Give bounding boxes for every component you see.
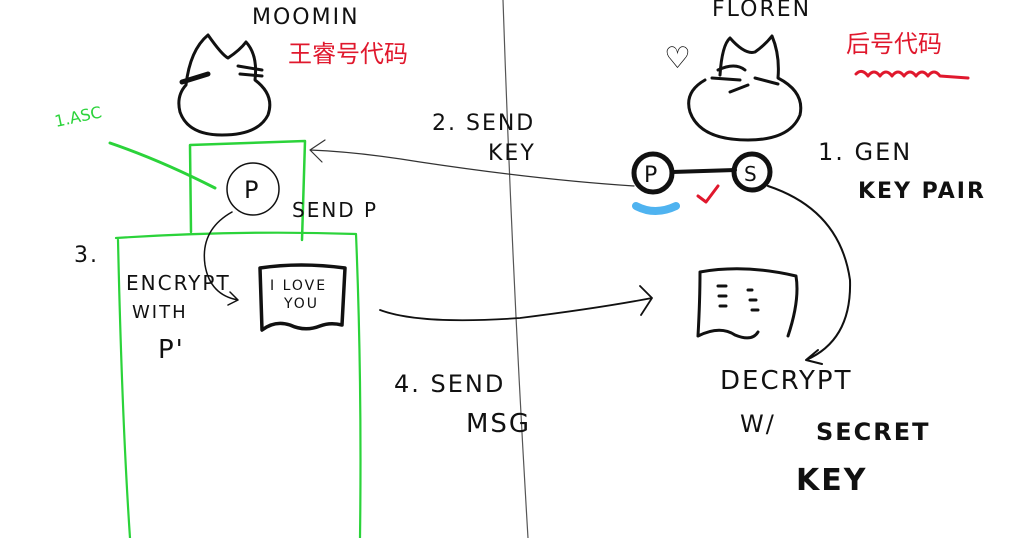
encrypted-message-note [696, 267, 799, 340]
green-upper-box [188, 139, 307, 242]
decrypt-line2: W/ [740, 410, 776, 438]
send-key-arrow [309, 139, 635, 187]
floren-chinese-note: 后号代码 [846, 30, 942, 58]
step1-line1: 1. GEN [818, 138, 912, 166]
moomin-cat-icon [177, 33, 272, 137]
red-squiggle [854, 69, 970, 80]
green-pointer-line [108, 141, 217, 190]
decrypt-line1: DECRYPT [720, 366, 852, 396]
blue-underline [632, 202, 680, 215]
svg-text:P: P [244, 176, 260, 204]
green-lower-box [114, 231, 362, 538]
decrypt-line4: KEY [796, 463, 867, 498]
moomin-chinese-note: 王睿号代码 [288, 40, 408, 68]
green-asc-note: 1.ASC [53, 102, 103, 130]
svg-text:YOU: YOU [283, 296, 319, 312]
step2-line2: KEY [488, 141, 536, 166]
encrypt-arrow [203, 211, 239, 306]
send-p-label: SEND P [292, 198, 378, 222]
send-msg-arrow [379, 285, 653, 322]
moomin-name: MOOMIN [252, 5, 360, 30]
decrypt-line3: SECRET [816, 418, 931, 446]
left-public-key-circle: P [226, 162, 280, 216]
step2-line1: 2. SEND [432, 111, 535, 136]
svg-text:S: S [744, 162, 759, 186]
step3-line2: WITH [132, 302, 188, 323]
floren-cat-icon [687, 34, 803, 142]
floren-name: FLOREN [712, 0, 811, 22]
step1-line2: KEY PAIR [858, 179, 986, 204]
step3-number: 3. [74, 243, 99, 268]
step4-line1: 4. SEND [394, 370, 505, 398]
step4-line2: MSG [466, 409, 531, 439]
heart-icon: ♡ [664, 41, 691, 76]
secret-key-circle [731, 151, 773, 193]
center-divider-line [502, 0, 529, 538]
plaintext-message-note: I LOVE YOU [258, 263, 347, 332]
step3-line3: P' [158, 335, 185, 365]
red-checkmark-icon [696, 184, 720, 204]
svg-text:P: P [644, 163, 659, 188]
key-pair: P S [631, 151, 773, 215]
svg-text:I LOVE: I LOVE [270, 278, 327, 294]
step3-line1: ENCRYPT [126, 271, 231, 295]
decrypt-arrow [767, 185, 852, 365]
